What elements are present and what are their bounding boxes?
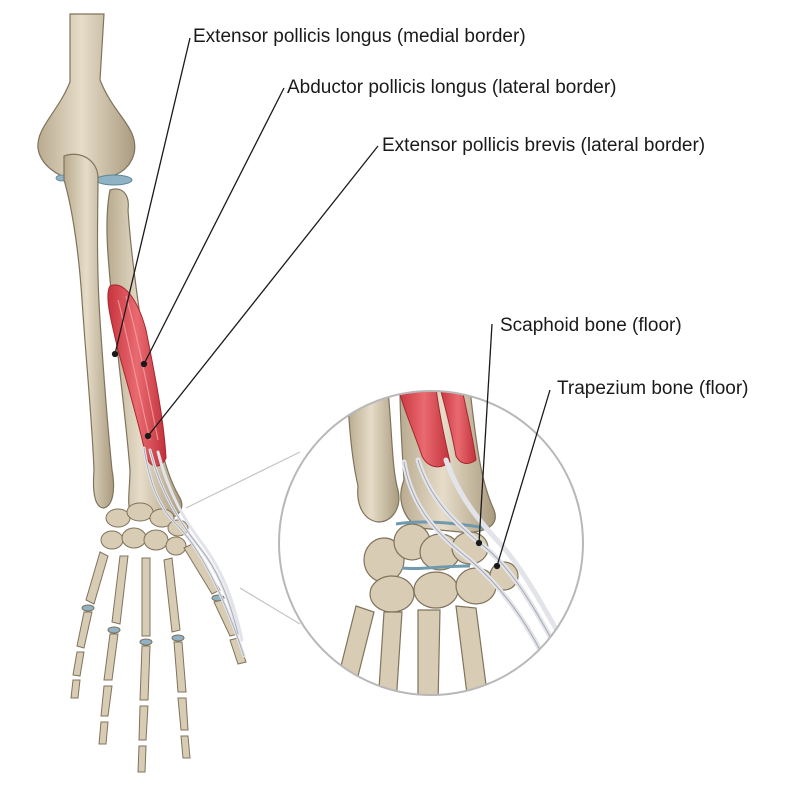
ulna xyxy=(63,153,115,509)
thumb-muscles xyxy=(107,284,167,467)
label-extensor-pollicis-longus: Extensor pollicis longus (medial border) xyxy=(193,26,526,47)
label-trapezium-bone: Trapezium bone (floor) xyxy=(557,378,749,399)
leader-scaphoid xyxy=(478,323,493,544)
label-abductor-pollicis-longus: Abductor pollicis longus (lateral border… xyxy=(287,77,617,98)
magnified-wrist-inset xyxy=(278,390,584,696)
label-extensor-pollicis-brevis: Extensor pollicis brevis (lateral border… xyxy=(382,135,706,156)
leader-lines xyxy=(111,37,551,570)
hand-bones xyxy=(70,543,247,773)
abductor-extensor-muscle-belly xyxy=(107,284,167,467)
label-scaphoid-bone: Scaphoid bone (floor) xyxy=(500,315,682,336)
elbow-cartilage xyxy=(95,174,133,186)
magnifier-connectors xyxy=(185,451,301,625)
leader-trapezium xyxy=(496,389,551,567)
forearm-skeleton xyxy=(37,13,247,773)
leader-epb xyxy=(147,145,379,437)
leader-apl xyxy=(143,87,285,365)
humerus xyxy=(37,13,136,181)
magnifier-ring xyxy=(278,390,584,696)
leader-epl xyxy=(114,37,191,355)
